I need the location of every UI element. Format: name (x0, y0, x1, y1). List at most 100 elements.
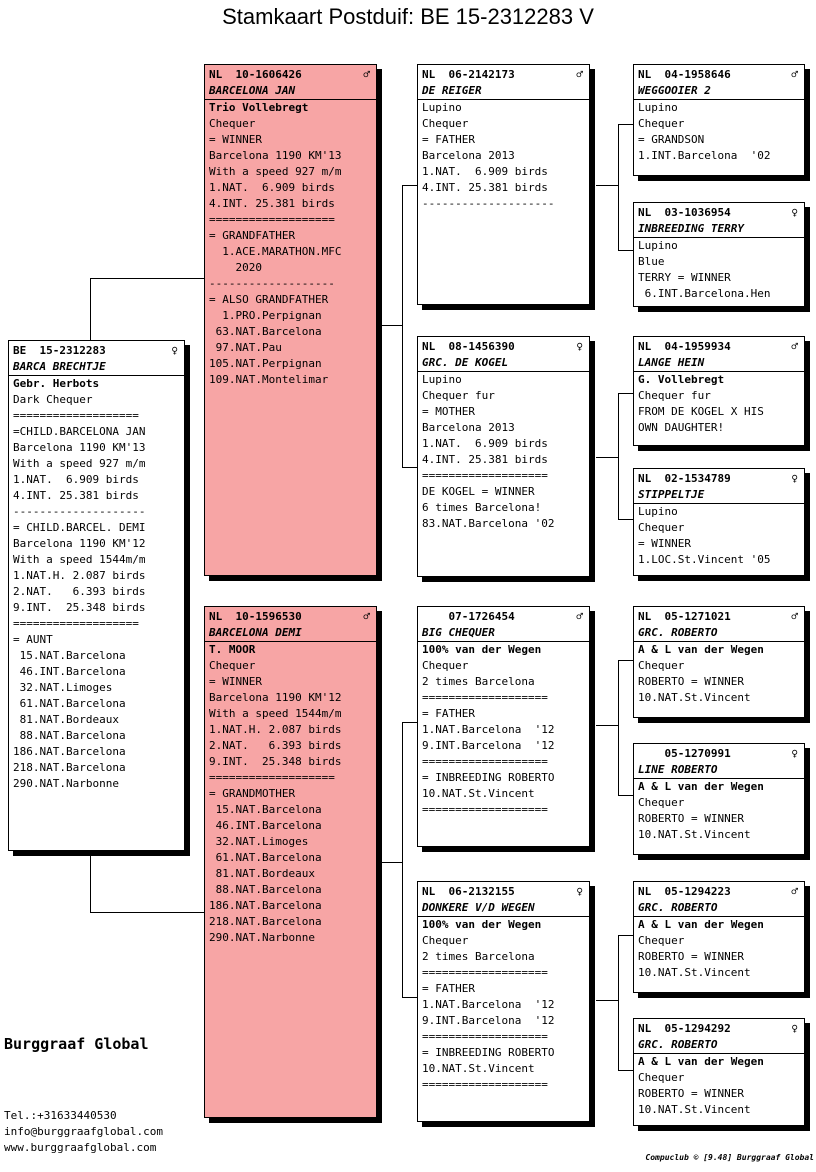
info-line: 4.INT. 25.381 birds (422, 453, 548, 466)
info-line: 186.NAT.Barcelona (209, 899, 322, 912)
contact-website[interactable]: www.burggraafglobal.com (4, 1141, 157, 1154)
ring-number: NL 06-2142173 ♂ (422, 67, 585, 83)
ring-number-text: NL 05-1294223 (638, 885, 731, 898)
female-icon: ♀ (171, 344, 178, 357)
info-line: 2 times Barcelona (422, 950, 535, 963)
male-icon: ♂ (576, 68, 583, 81)
male-icon: ♂ (363, 68, 370, 81)
connector (618, 250, 633, 251)
pigeon-name: GRC. ROBERTO (634, 625, 804, 642)
connector (381, 862, 402, 863)
pigeon-name: LANGE HEIN (634, 355, 804, 372)
info-line: 4.INT. 25.381 birds (13, 489, 139, 502)
info-line: Chequer (638, 659, 685, 672)
info-line: Chequer (638, 1071, 685, 1084)
contact-phone: Tel.:+31633440530 (4, 1109, 117, 1122)
female-icon: ♀ (791, 1022, 798, 1035)
pigeon-name: INBREEDING TERRY (634, 221, 804, 238)
info-line: =================== (422, 1030, 548, 1043)
info-line: =================== (209, 771, 335, 784)
info-line: 46.INT.Barcelona (13, 665, 126, 678)
owner-name: G. Vollebregt (638, 373, 725, 386)
female-icon: ♀ (576, 885, 583, 898)
info-line: 1.NAT.Barcelona '12 (422, 723, 555, 736)
ring-number-text: NL 10-1606426 (209, 68, 302, 81)
ring-number-text: BE 15-2312283 (13, 344, 106, 357)
info-line: Lupino (422, 373, 462, 386)
pigeon-name: DE REIGER (418, 83, 589, 100)
connector (402, 722, 403, 997)
connector (618, 124, 633, 125)
info-line: =================== (422, 1078, 548, 1091)
info-line: = WINNER (638, 537, 691, 550)
info-line: Chequer (638, 521, 685, 534)
info-line: OWN DAUGHTER! (638, 421, 725, 434)
info-line: With a speed 927 m/m (209, 165, 342, 178)
connector (596, 185, 618, 186)
info-line: 9.INT. 25.348 birds (209, 755, 342, 768)
contact-email[interactable]: info@burggraafglobal.com (4, 1125, 163, 1138)
male-icon: ♂ (576, 610, 583, 623)
info-line: 10.NAT.St.Vincent (638, 828, 751, 841)
info-line: = ALSO GRANDFATHER (209, 293, 329, 306)
info-line: 1.NAT.H. 2.087 birds (209, 723, 342, 736)
ring-number-text: NL 06-2142173 (422, 68, 515, 81)
info-line: 81.NAT.Bordeaux (209, 867, 315, 880)
connector (618, 393, 633, 394)
ring-number: NL 04-1958646♂ (638, 67, 800, 83)
info-line: With a speed 1544m/m (13, 553, 146, 566)
connector (90, 278, 204, 279)
pigeon-name: GRC. ROBERTO (634, 1037, 804, 1054)
info-line: 15.NAT.Barcelona (13, 649, 126, 662)
connector (402, 997, 417, 998)
info-line: = INBREEDING ROBERTO (422, 1046, 555, 1059)
info-line: DE KOGEL = WINNER (422, 485, 535, 498)
info-line: Barcelona 2013 (422, 421, 515, 434)
info-line: 9.INT.Barcelona '12 (422, 739, 555, 752)
info-line: Lupino (422, 101, 462, 114)
info-line: 88.NAT.Barcelona (13, 729, 126, 742)
info-line: =================== (209, 213, 335, 226)
ring-number: NL 02-1534789♀ (638, 471, 800, 487)
brand-name: Burggraaf Global (4, 1035, 149, 1053)
info-line: = MOTHER (422, 405, 475, 418)
info-line: 2 times Barcelona (422, 675, 535, 688)
info-line: Chequer (638, 117, 685, 130)
info-line: 10.NAT.St.Vincent (638, 966, 751, 979)
ring-number: NL 10-1606426 ♂ (209, 67, 372, 83)
ring-number: 07-1726454 ♂ (422, 609, 585, 625)
info-line: Dark Chequer (13, 393, 93, 406)
info-line: 1.ACE.MARATHON.MFC (209, 245, 342, 258)
info-line: =CHILD.BARCELONA JAN (13, 425, 146, 438)
connector (618, 795, 633, 796)
info-line: TERRY = WINNER (638, 271, 731, 284)
owner-name: 100% van der Wegen (422, 918, 542, 931)
ring-number: NL 04-1959934♂ (638, 339, 800, 355)
info-line: Chequer fur (638, 389, 711, 402)
connector (618, 660, 633, 661)
info-line: 10.NAT.St.Vincent (422, 1062, 535, 1075)
pigeon-name: BARCELONA JAN (205, 83, 376, 100)
connector (596, 725, 618, 726)
female-icon: ♀ (791, 472, 798, 485)
info-line: =================== (13, 409, 139, 422)
connector (618, 935, 619, 1070)
info-line: Barcelona 1190 KM'12 (209, 691, 342, 704)
info-line: Chequer (422, 659, 469, 672)
ring-number-text: 07-1726454 (422, 610, 515, 623)
info-line: 1.PRO.Perpignan (209, 309, 322, 322)
male-icon: ♂ (791, 340, 798, 353)
info-line: 63.NAT.Barcelona (209, 325, 322, 338)
connector (596, 1000, 618, 1001)
info-line: 2.NAT. 6.393 birds (209, 739, 342, 752)
info-line: Lupino (638, 239, 678, 252)
owner-name: Gebr. Herbots (13, 377, 100, 390)
connector (90, 912, 204, 913)
